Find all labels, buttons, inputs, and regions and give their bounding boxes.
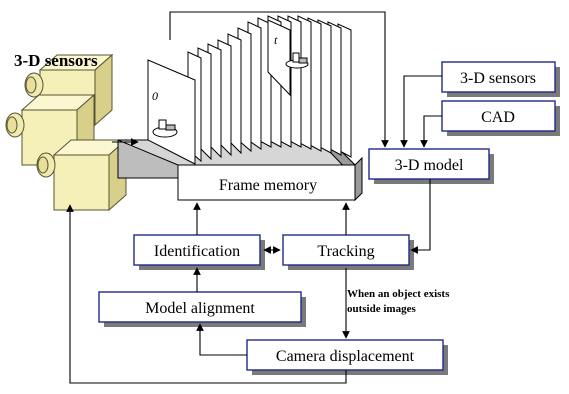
model-alignment-box: Model alignment xyxy=(98,291,306,327)
arrow-displacement-to-cameras xyxy=(66,204,347,384)
sensor-cameras-illustration xyxy=(5,53,128,212)
sensors-title: 3-D sensors xyxy=(14,51,98,70)
frame-memory-label: Frame memory xyxy=(219,177,317,194)
object-glyph-first-frame xyxy=(152,119,178,138)
note-text-line-2: outside images xyxy=(347,303,416,315)
arrow-frames-to-model xyxy=(169,11,389,148)
frame-label-last: t xyxy=(274,33,278,47)
frame-memory-base-side xyxy=(354,156,363,202)
frame-slice-first xyxy=(147,59,196,165)
object-glyph-last-frame xyxy=(285,52,309,69)
identification-label: Identification xyxy=(154,243,240,260)
arrow-cad-to-model xyxy=(420,115,442,148)
frame-label-first: 0 xyxy=(152,89,158,103)
identification-box: Identification xyxy=(133,234,265,270)
frame-slices xyxy=(147,15,352,165)
model-alignment-label: Model alignment xyxy=(145,300,255,317)
sensors-box: 3-D sensors xyxy=(441,61,560,97)
arrow-displacement-to-alignment xyxy=(196,323,247,356)
cad-box: CAD xyxy=(441,100,560,136)
cad-box-label: CAD xyxy=(481,109,515,126)
arrow-sensors-to-model xyxy=(400,75,442,148)
tracking-box: Tracking xyxy=(282,234,414,270)
arrow-model-to-tracking xyxy=(410,179,431,254)
frame-memory-stack: 0 t Frame memory xyxy=(117,15,363,202)
note-line-1: When an object exists outside images xyxy=(347,288,450,315)
note-text: When an object exists xyxy=(347,288,450,300)
frame-slice-last xyxy=(267,19,291,97)
tracking-label: Tracking xyxy=(317,243,374,260)
model-box-label: 3-D model xyxy=(395,157,464,174)
connectors xyxy=(66,11,442,384)
camera-displacement-box: Camera displacement xyxy=(246,339,448,375)
sensors-box-label: 3-D sensors xyxy=(460,70,536,87)
model-box: 3-D model xyxy=(368,148,494,184)
camera-displacement-label: Camera displacement xyxy=(276,348,415,365)
